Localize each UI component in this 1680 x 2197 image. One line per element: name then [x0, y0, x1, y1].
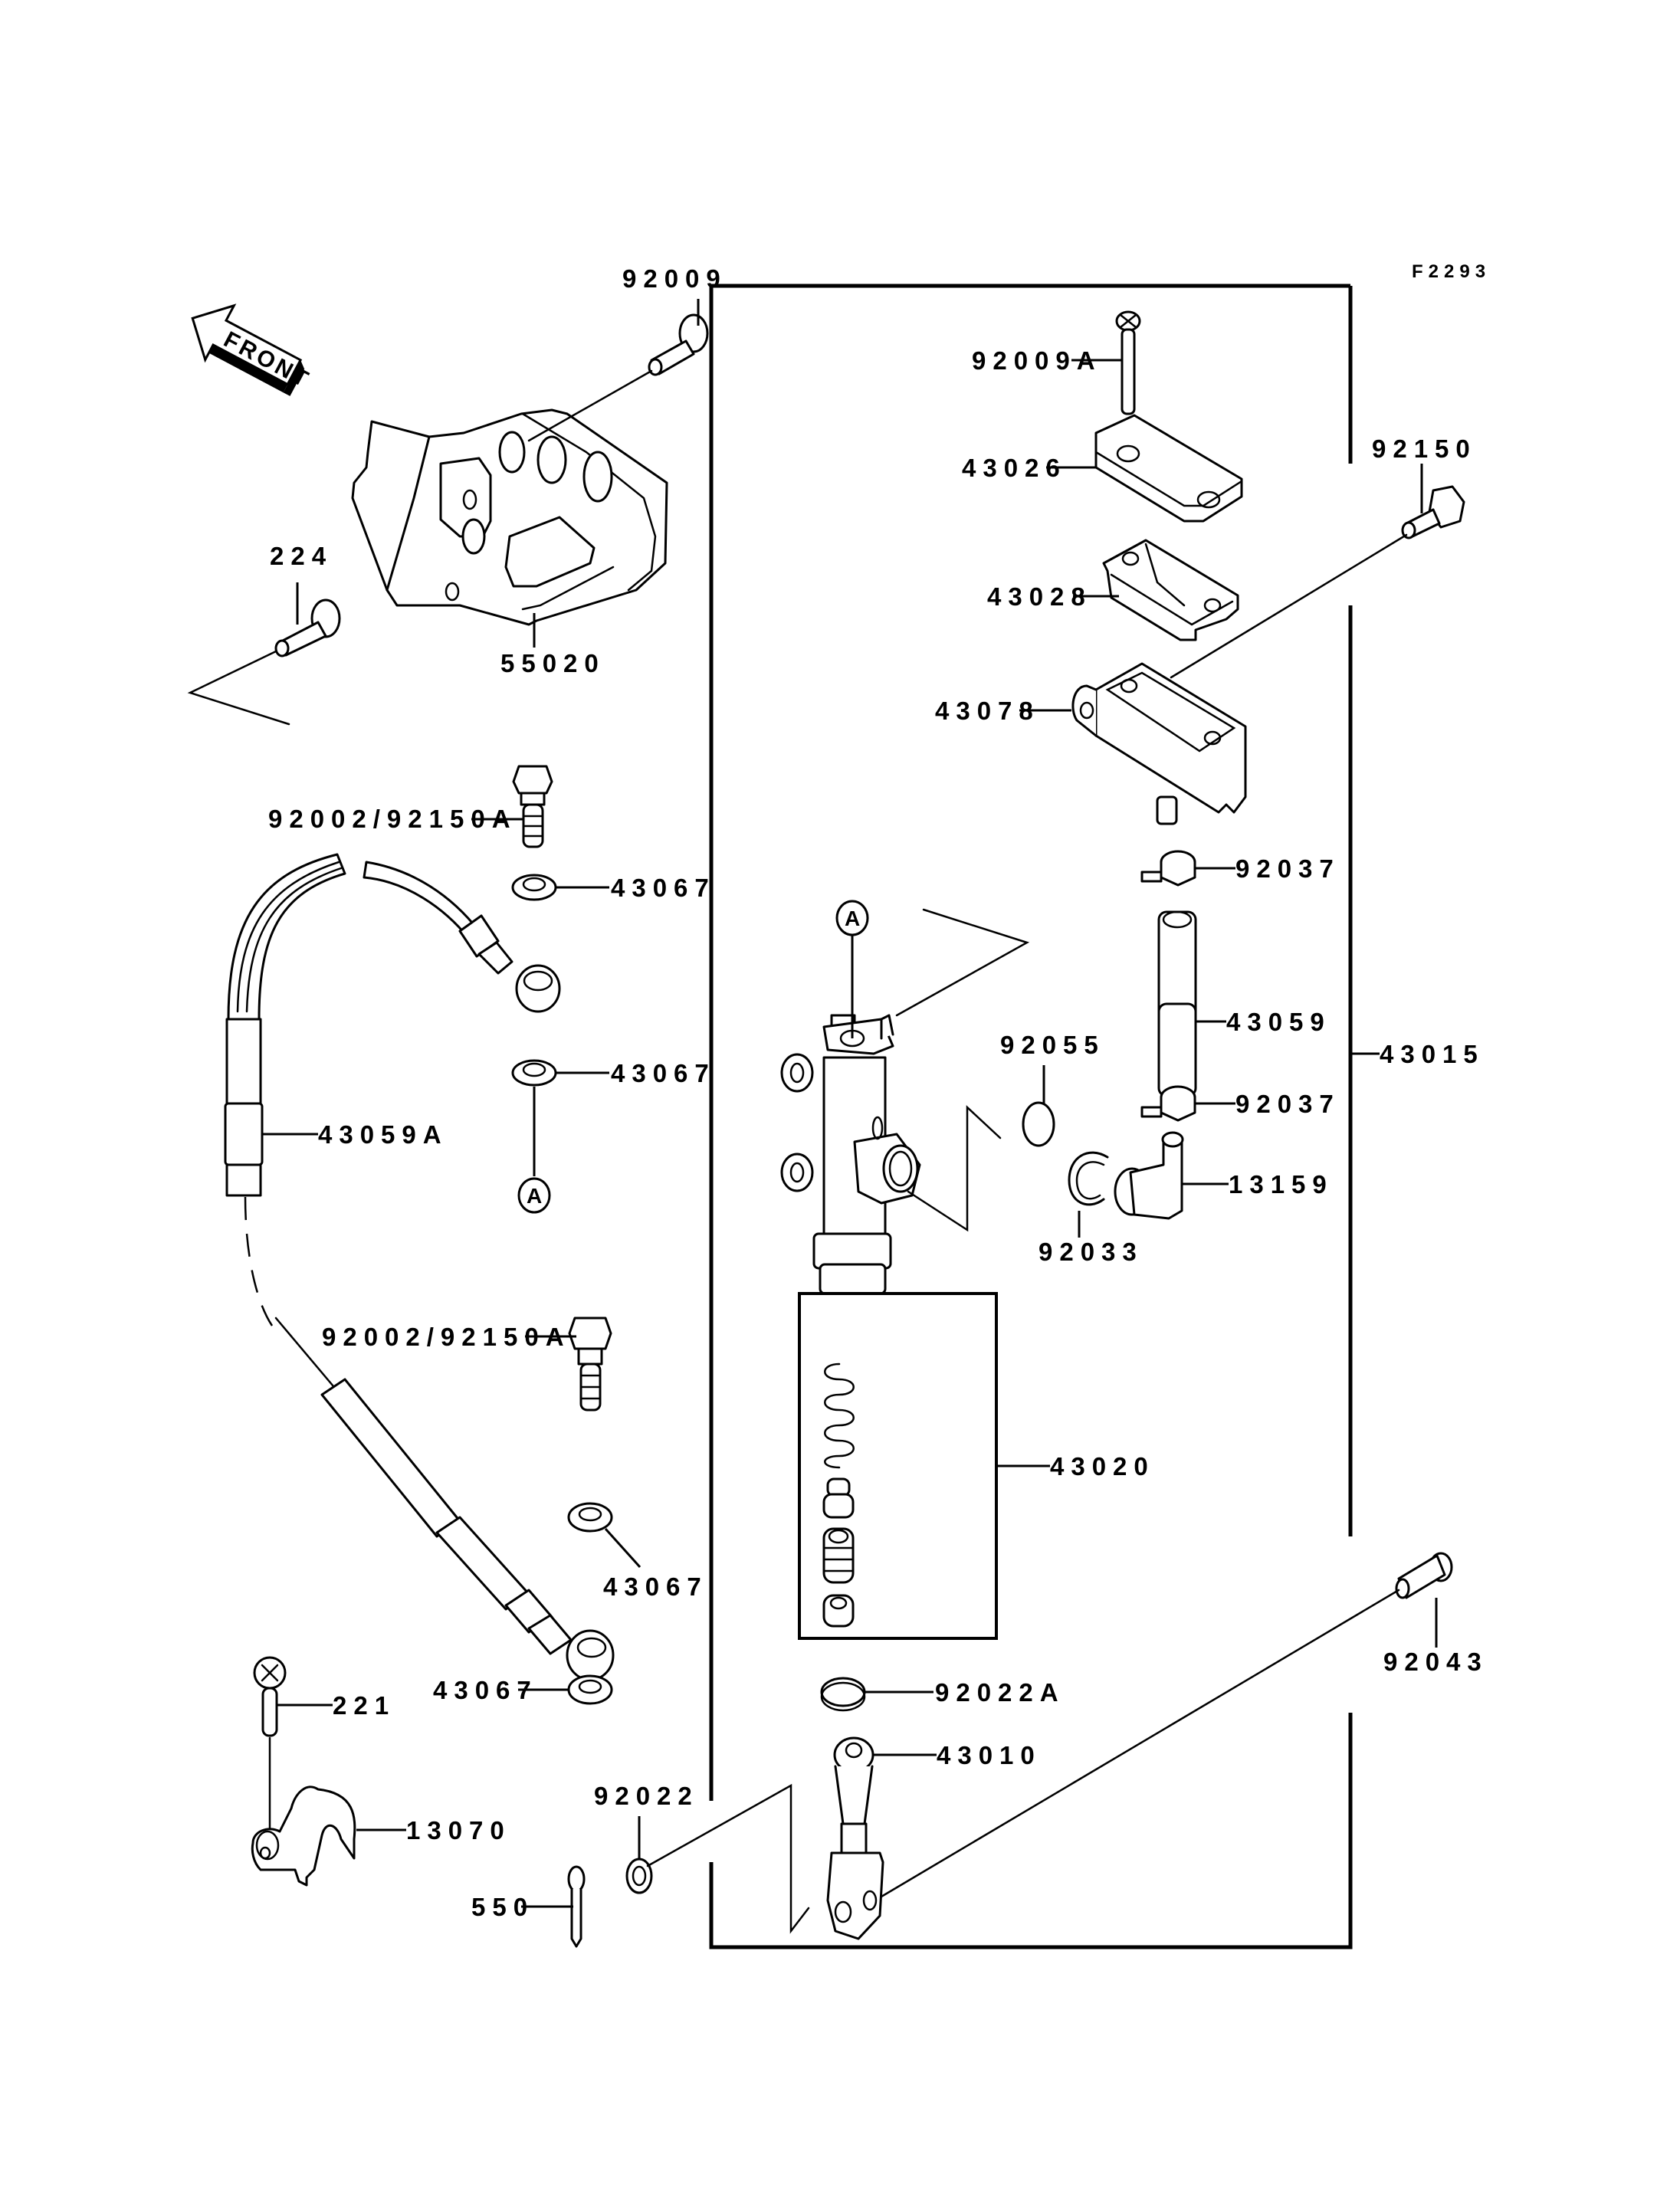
figure-id: F2293: [1412, 261, 1491, 282]
part-13070-clamp[interactable]: [251, 1785, 356, 1887]
label-92009A[interactable]: 92009A: [972, 346, 1102, 375]
label-43067-b[interactable]: 43067: [611, 1059, 716, 1087]
label-43026[interactable]: 43026: [962, 454, 1067, 482]
label-92022[interactable]: 92022: [594, 1782, 699, 1810]
label-43067-a[interactable]: 43067: [611, 874, 716, 902]
part-92002-banjo-bolt-top[interactable]: [512, 765, 553, 848]
hose-continuation-line-2: [274, 1317, 339, 1392]
part-92022-washer[interactable]: [625, 1858, 653, 1894]
label-43059[interactable]: 43059: [1226, 1008, 1331, 1036]
label-92009[interactable]: 92009: [622, 264, 727, 293]
reference-marker-a-left: A: [517, 1177, 551, 1214]
part-43067-washer-a[interactable]: [511, 874, 557, 901]
part-92037-clamp-a[interactable]: [1140, 850, 1196, 887]
part-43059A-hose-lower-end[interactable]: [320, 1378, 615, 1681]
assembly-line-reservoir: [895, 908, 1030, 1017]
label-92002-bottom[interactable]: 92002/92150A: [322, 1323, 571, 1351]
assembly-line-92150: [1170, 533, 1408, 679]
label-43059A[interactable]: 43059A: [318, 1120, 448, 1149]
part-43078-reservoir[interactable]: [1071, 662, 1247, 825]
label-43020[interactable]: 43020: [1050, 1452, 1155, 1481]
assembly-line-224: [187, 650, 290, 726]
label-43028[interactable]: 43028: [987, 582, 1092, 611]
part-550-cotter-pin[interactable]: [567, 1865, 586, 1948]
part-43010-push-rod[interactable]: [826, 1736, 884, 1940]
part-92022A-circlip[interactable]: [820, 1677, 866, 1712]
reference-marker-a-right: A: [835, 900, 869, 936]
part-43026-reservoir-cap[interactable]: [1094, 414, 1243, 523]
part-master-cylinder-body[interactable]: [780, 1014, 921, 1295]
label-43067-c[interactable]: 43067: [603, 1572, 708, 1601]
part-92037-clamp-b[interactable]: [1140, 1085, 1196, 1122]
label-550[interactable]: 550: [471, 1893, 534, 1921]
label-43067-d[interactable]: 43067: [433, 1676, 538, 1704]
svg-text:A: A: [845, 907, 860, 930]
label-13159[interactable]: 13159: [1229, 1170, 1334, 1199]
part-221-screw[interactable]: [253, 1656, 287, 1737]
leader-43067-c: [604, 1527, 641, 1569]
part-92009A-screw[interactable]: [1115, 310, 1141, 415]
assembly-line-92009: [527, 369, 653, 442]
part-43067-washer-b[interactable]: [511, 1059, 557, 1087]
label-92043[interactable]: 92043: [1383, 1648, 1488, 1676]
label-92037-a[interactable]: 92037: [1235, 854, 1340, 883]
part-43059-reservoir-hose[interactable]: [1157, 910, 1197, 1097]
part-92055-oring[interactable]: [1022, 1101, 1055, 1147]
part-92033-circlip[interactable]: [1068, 1151, 1109, 1206]
assembly-frame-43015: [709, 284, 1353, 1949]
label-92055[interactable]: 92055: [1000, 1031, 1105, 1059]
part-92002-banjo-bolt-bottom[interactable]: [568, 1317, 612, 1412]
assembly-line-92022: [646, 1783, 810, 1934]
label-43010[interactable]: 43010: [937, 1741, 1042, 1769]
part-92009-bolt[interactable]: [648, 313, 709, 376]
assembly-line-92043: [880, 1589, 1400, 1898]
part-13159-hose-fitting[interactable]: [1114, 1131, 1184, 1220]
label-43078[interactable]: 43078: [935, 697, 1040, 725]
part-55020-cover[interactable]: [351, 408, 668, 626]
label-92150[interactable]: 92150: [1372, 434, 1477, 463]
part-224-bolt[interactable]: [274, 598, 341, 657]
label-224[interactable]: 224: [270, 542, 333, 570]
part-43020-piston-kit[interactable]: [822, 1362, 855, 1628]
label-92022A[interactable]: 92022A: [935, 1678, 1065, 1707]
assembly-line-oring: [907, 1105, 1002, 1232]
svg-text:A: A: [527, 1184, 542, 1208]
part-43028-diaphragm[interactable]: [1102, 539, 1239, 641]
part-43059A-brake-hose[interactable]: [224, 853, 561, 1197]
part-92043-clevis-pin[interactable]: [1395, 1552, 1453, 1599]
label-43015[interactable]: 43015: [1380, 1040, 1485, 1068]
label-92037-b[interactable]: 92037: [1235, 1090, 1340, 1118]
hose-continuation-line: [244, 1196, 274, 1326]
label-92033[interactable]: 92033: [1039, 1238, 1144, 1266]
label-55020[interactable]: 55020: [500, 649, 605, 677]
front-arrow-icon: FRONT: [191, 303, 315, 396]
label-13070[interactable]: 13070: [406, 1816, 511, 1844]
label-92002-top[interactable]: 92002/92150A: [268, 805, 517, 833]
part-92150-bolt[interactable]: [1401, 485, 1465, 539]
part-43067-washer-c[interactable]: [567, 1502, 613, 1533]
label-221[interactable]: 221: [333, 1691, 395, 1720]
part-43067-washer-d[interactable]: [567, 1674, 613, 1705]
